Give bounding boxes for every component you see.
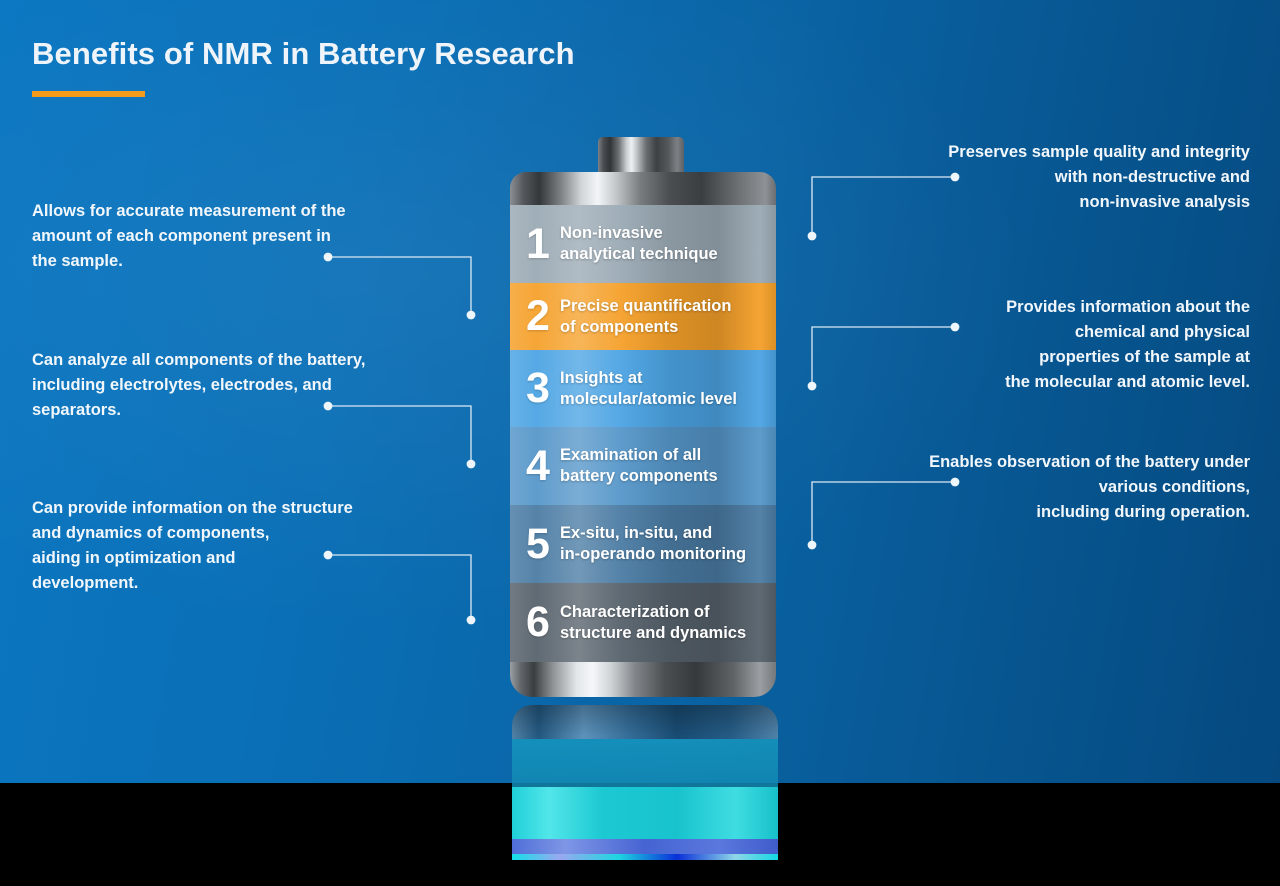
page-title: Benefits of NMR in Battery Research [32, 36, 575, 71]
battery-cell-label-line: Insights at [560, 368, 643, 387]
battery-reflection [512, 705, 778, 860]
battery-cell-label-line: Examination of all [560, 446, 702, 465]
battery-top-shoulder [510, 172, 776, 206]
note-observation-conditions: Enables observation of the battery under… [810, 450, 1250, 525]
reflection-band-4 [512, 854, 778, 860]
battery-cell-label-line: structure and dynamics [560, 623, 747, 642]
note-line: Allows for accurate measurement of the [32, 202, 346, 220]
note-line: the molecular and atomic level. [1005, 373, 1250, 392]
note-chemical-physical: Provides information about the chemical a… [810, 295, 1250, 395]
reflection-band-1 [512, 739, 778, 787]
battery-cell-label: Ex-situ, in-situ, and in-operando monitor… [560, 523, 746, 564]
note-line: Enables observation of the battery under [929, 453, 1250, 471]
battery-cell-label-line: molecular/atomic level [560, 389, 737, 408]
battery-cell-label-line: of components [560, 317, 679, 336]
battery-cell-number: 5 [526, 519, 550, 568]
battery-cell-1: 1 Non-invasive analytical technique [510, 205, 776, 283]
note-line: with non-destructive and [1054, 168, 1250, 187]
note-line: Provides information about the [1006, 298, 1250, 316]
note-line: aiding in optimization and [32, 549, 236, 568]
battery-cell-label: Insights at molecular/atomic level [560, 368, 737, 409]
note-accurate-measurement: Allows for accurate measurement of the am… [32, 199, 462, 274]
battery-cell-label-line: Non-invasive [560, 224, 663, 243]
note-line: amount of each component present in [32, 227, 331, 246]
battery-cell-6: 6 Characterization of structure and dynami… [510, 583, 776, 662]
note-line: various conditions, [1098, 478, 1250, 497]
battery-cell-number: 2 [526, 292, 550, 340]
battery-cell-label: Non-invasive analytical technique [560, 223, 718, 264]
battery-cell-label-line: battery components [560, 467, 718, 485]
battery-cell-3: 3 Insights at molecular/atomic level [510, 350, 776, 427]
battery-cell-label-line: Precise quantification [560, 296, 732, 315]
battery-cell-5: 5 Ex-situ, in-situ, and in-operando monito… [510, 505, 776, 583]
note-line: chemical and physical [1074, 323, 1250, 342]
note-analyze-components: Can analyze all components of the batter… [32, 348, 462, 423]
note-line: development. [32, 574, 139, 593]
note-line: Can provide information on the structure [32, 499, 353, 517]
battery-cell-number: 4 [526, 441, 550, 490]
note-line: Can analyze all components of the batter… [32, 351, 366, 369]
note-line: non-invasive analysis [1079, 193, 1250, 212]
battery-cell-label-line: Ex-situ, in-situ, and [560, 524, 713, 543]
battery-cell-label: Precise quantification of components [560, 296, 731, 337]
battery-cell-label: Examination of all battery components [560, 445, 718, 486]
battery-cell-label: Characterization of structure and dynamic… [560, 602, 746, 643]
battery-cell-number: 6 [526, 598, 550, 646]
reflection-band-2 [512, 787, 778, 839]
battery-cell-label-line: analytical technique [560, 245, 718, 263]
battery-cell-label-line: in-operando monitoring [560, 545, 747, 563]
note-line: the sample. [32, 252, 123, 271]
battery-cell-2: 2 Precise quantification of components [510, 283, 776, 350]
note-line: including during operation. [1036, 503, 1250, 522]
note-line: and dynamics of components, [32, 524, 270, 543]
note-line: Preserves sample quality and integrity [948, 143, 1250, 161]
battery-cell-number: 3 [526, 364, 550, 412]
battery-cell-number: 1 [526, 219, 550, 268]
title-underline-accent [32, 91, 145, 97]
note-preserves-sample: Preserves sample quality and integrity wi… [810, 140, 1250, 215]
battery-cell-label-line: Characterization of [560, 602, 710, 621]
note-line: separators. [32, 401, 121, 420]
reflection-fade [512, 705, 778, 860]
reflection-band-3 [512, 839, 778, 857]
battery-cell-4: 4 Examination of all battery components [510, 427, 776, 505]
battery-terminal-cap [598, 137, 684, 177]
battery-base [510, 662, 776, 697]
note-line: properties of the sample at [1039, 348, 1250, 367]
note-line: including electrolytes, electrodes, and [32, 376, 332, 395]
reflection-base-band [512, 705, 778, 739]
note-structure-dynamics: Can provide information on the structure… [32, 496, 462, 596]
